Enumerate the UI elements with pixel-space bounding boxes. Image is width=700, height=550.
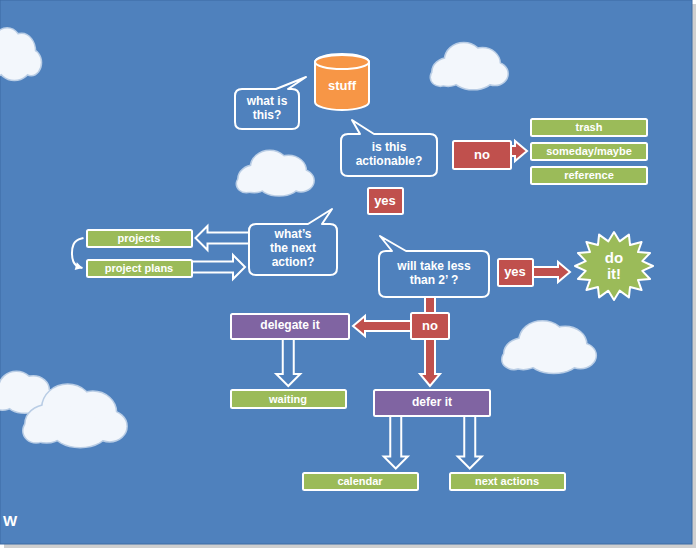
speech-bubble — [341, 120, 437, 176]
node-text: do it! — [597, 250, 631, 282]
cloud — [503, 321, 596, 372]
box-outline — [498, 259, 533, 286]
connector — [72, 238, 84, 270]
data-store: stuff — [314, 54, 370, 110]
node-text: is this actionable? — [346, 141, 432, 169]
cylinder-top — [315, 55, 369, 69]
node-text: next actions — [475, 475, 539, 488]
outcome-box: someday/maybe — [530, 142, 648, 161]
connector — [276, 337, 300, 387]
cloud-fill — [24, 385, 127, 447]
node-text: what’s the next action? — [264, 228, 322, 269]
box-outline — [231, 390, 346, 408]
node-text: waiting — [269, 393, 307, 406]
cloud-outline — [503, 321, 596, 372]
outcome-box: next actions — [449, 472, 566, 491]
question-bubble: what’s the next action? — [248, 223, 338, 276]
node-text: yes — [374, 194, 396, 209]
box-outline — [531, 119, 647, 136]
question-bubble: what is this? — [234, 88, 300, 130]
answer-box: no — [410, 312, 450, 340]
node-text: someday/maybe — [546, 145, 632, 158]
node-text: defer it — [412, 396, 452, 410]
node-text: reference — [564, 169, 614, 182]
cloud — [24, 385, 127, 447]
logo-letter: W — [3, 512, 17, 529]
cloud-outline — [237, 151, 313, 195]
node-text: yes — [504, 265, 526, 280]
cloud-fill — [0, 28, 41, 79]
box-outline — [368, 188, 403, 214]
node-text: trash — [576, 121, 603, 134]
action-starburst: do it! — [573, 230, 655, 302]
cloud-outline — [431, 43, 507, 89]
cloud-fill — [431, 43, 507, 89]
node-text: projects — [118, 232, 161, 245]
node-text: delegate it — [260, 319, 319, 333]
arrow-shaft — [284, 337, 293, 377]
box-outline — [450, 473, 565, 490]
box-outline — [531, 143, 647, 160]
cloud-outline — [24, 385, 127, 447]
node-text: will take less than 2’ ? — [384, 260, 484, 288]
answer-box: yes — [497, 258, 534, 287]
action-box: defer it — [373, 389, 491, 417]
arrow-shaft — [206, 234, 252, 243]
node-text: what is this? — [240, 95, 294, 123]
question-bubble: will take less than 2’ ? — [378, 250, 490, 298]
starburst — [575, 232, 653, 300]
connector — [531, 262, 571, 282]
connector — [458, 414, 482, 469]
outcome-box: project plans — [86, 259, 193, 278]
node-text: calendar — [337, 475, 382, 488]
outcome-box: waiting — [230, 389, 347, 409]
cloud-fill — [503, 321, 596, 372]
box-outline — [231, 314, 349, 339]
arrow-shaft — [190, 263, 236, 272]
cloud-fill — [237, 151, 313, 195]
arrow-shaft — [363, 322, 413, 330]
box-outline — [374, 390, 490, 416]
box-outline — [453, 141, 511, 169]
action-box: delegate it — [230, 313, 350, 340]
arrow-shaft — [426, 337, 434, 376]
connector — [353, 316, 413, 336]
arrow-shaft — [531, 268, 561, 276]
outcome-box: trash — [530, 118, 648, 137]
box-outline — [87, 230, 192, 247]
connector — [420, 337, 440, 386]
arrow-head — [75, 262, 83, 270]
box-outline — [87, 260, 192, 277]
question-bubble: is this actionable? — [340, 133, 438, 177]
outcome-box: projects — [86, 229, 193, 248]
cloud — [0, 28, 41, 79]
node-text: project plans — [105, 262, 173, 275]
speech-bubble — [235, 77, 306, 129]
cloud — [237, 151, 313, 195]
sky-ground — [0, 0, 692, 544]
answer-box: yes — [367, 187, 404, 215]
connector — [196, 226, 252, 250]
speech-bubble — [379, 236, 489, 297]
answer-box: no — [452, 140, 512, 170]
box-outline — [531, 167, 647, 184]
arrow-shaft — [465, 414, 474, 459]
outcome-box: reference — [530, 166, 648, 185]
cylinder-body — [315, 54, 369, 110]
box-outline — [303, 473, 418, 490]
box-outline — [411, 313, 449, 339]
outcome-box: calendar — [302, 472, 419, 491]
connector — [384, 414, 408, 469]
cloud-outline — [0, 28, 41, 79]
cloud — [431, 43, 507, 89]
node-text: no — [422, 319, 438, 334]
arrow-shaft — [391, 414, 400, 459]
node-text: stuff — [328, 79, 356, 94]
speech-bubble — [249, 209, 337, 275]
connector — [190, 255, 246, 279]
node-text: no — [474, 148, 490, 163]
